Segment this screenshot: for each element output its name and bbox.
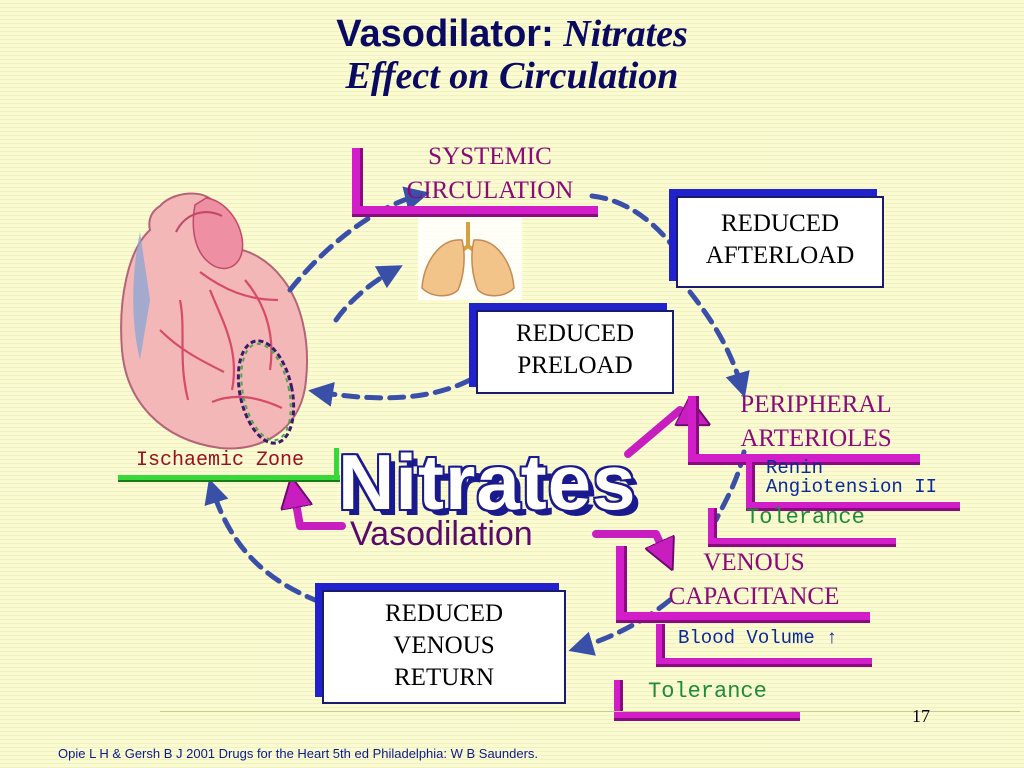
citation-footer: Opie L H & Gersh B J 2001 Drugs for the … [58, 746, 539, 761]
afterload-line-2: AFTERLOAD [705, 242, 855, 269]
tolerance-lower-bracket-vertical [614, 680, 620, 720]
reduced-preload-box: REDUCED PRELOAD [476, 310, 674, 394]
venous-bracket-vertical [616, 546, 624, 618]
afterload-line-1: REDUCED [720, 210, 840, 237]
venous-line-2: CAPACITANCE [668, 583, 840, 610]
tolerance-upper-bracket-vertical [708, 508, 714, 544]
peripheral-line-1: PERIPHERAL [740, 391, 892, 418]
blood-volume-bracket-vertical [656, 624, 662, 664]
venous-return-line-1: REDUCED [384, 600, 504, 627]
lungs-illustration [418, 212, 522, 300]
reduced-venous-return-box: REDUCED VENOUS RETURN [322, 590, 566, 704]
tolerance-upper-bracket-horizontal [708, 538, 896, 544]
nitrates-heading: Nitrates [338, 438, 637, 526]
reduced-afterload-box: REDUCED AFTERLOAD [676, 196, 884, 288]
vasodilation-label: Vasodilation [350, 515, 533, 553]
title-italic: Nitrates [563, 13, 688, 55]
tolerance-upper-label: Tolerance [746, 505, 865, 530]
peripheral-arterioles-label: PERIPHERAL ARTERIOLES [706, 388, 926, 456]
blood-volume-bracket-horizontal [656, 658, 872, 664]
renin-bracket-horizontal [746, 502, 960, 508]
peripheral-bracket-horizontal [688, 454, 920, 462]
preload-line-2: PRELOAD [517, 352, 633, 379]
title-prefix: Vasodilator: [336, 13, 554, 55]
systemic-line-1: SYSTEMIC [428, 143, 552, 170]
venous-capacitance-label: VENOUS CAPACITANCE [636, 546, 872, 614]
systemic-bracket-horizontal [352, 206, 598, 214]
systemic-bracket-vertical [352, 148, 360, 214]
ischaemic-zone-tick [334, 448, 339, 480]
angiotensin-label: Angiotension II [766, 476, 938, 498]
preload-line-1: REDUCED [515, 320, 635, 347]
venous-line-1: VENOUS [703, 549, 805, 576]
peripheral-bracket-vertical [688, 396, 696, 462]
tolerance-lower-bracket-horizontal [614, 712, 800, 718]
page-number: 17 [912, 706, 930, 726]
title-line-2: Effect on Circulation [345, 55, 679, 97]
venous-return-line-3: RETURN [394, 664, 494, 691]
systemic-circulation-label: SYSTEMIC CIRCULATION [370, 140, 610, 208]
ischaemic-zone-underline [118, 475, 340, 480]
peripheral-line-2: ARTERIOLES [740, 425, 892, 452]
heart-illustration [120, 192, 309, 450]
renin-bracket-vertical [746, 462, 752, 508]
renin-label: Renin [766, 457, 824, 479]
title-line-1: Vasodilator: Nitrates [0, 14, 1024, 54]
systemic-line-2: CIRCULATION [406, 177, 574, 204]
ischaemic-zone-label: Ischaemic Zone [136, 449, 305, 472]
blood-volume-label: Blood Volume ↑ [678, 627, 838, 649]
footer-rule [160, 711, 1020, 712]
venous-bracket-horizontal [616, 612, 870, 620]
tolerance-lower-label: Tolerance [648, 679, 767, 704]
venous-return-line-2: VENOUS [393, 632, 495, 659]
